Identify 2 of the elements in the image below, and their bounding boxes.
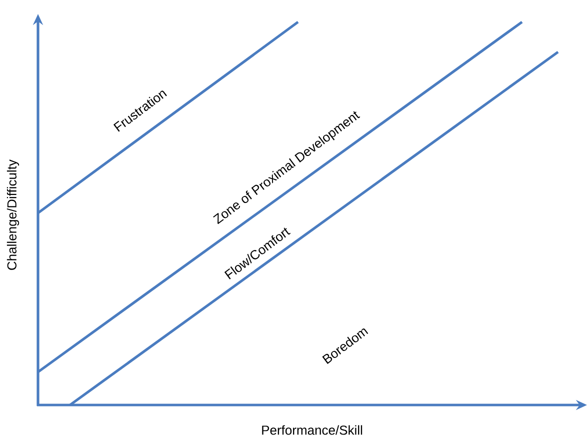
axis-title: Challenge/Difficulty [6, 160, 20, 270]
axis-title: Performance/Skill [262, 425, 362, 435]
